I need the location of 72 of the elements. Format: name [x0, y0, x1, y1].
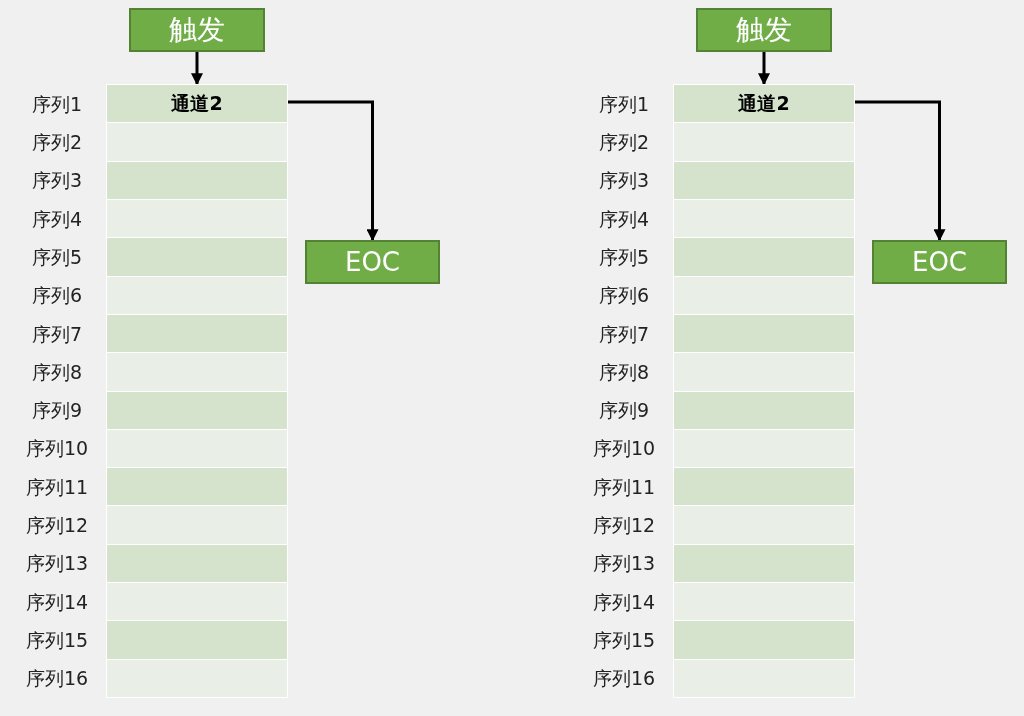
process-box: EOC	[872, 240, 1007, 284]
row-label: 序列11	[592, 474, 656, 500]
table-cell	[673, 620, 855, 660]
row-label: 序列10	[592, 436, 656, 462]
row-label: 序列1	[31, 91, 83, 117]
row-label: 序列15	[25, 628, 89, 654]
table-cell	[106, 428, 288, 469]
table-cell	[106, 620, 288, 660]
row-label: 序列5	[598, 244, 650, 270]
table-cell	[673, 122, 855, 162]
row-label: 序列2	[31, 129, 83, 155]
process-box: 触发	[696, 8, 832, 52]
table-cell	[673, 352, 855, 392]
table-cell	[673, 505, 855, 545]
row-label: 序列4	[598, 206, 650, 232]
row-label: 序列2	[598, 129, 650, 155]
row-label: 序列7	[598, 321, 650, 347]
row-label: 序列5	[31, 244, 83, 270]
table-cell	[673, 428, 855, 469]
row-label: 序列12	[25, 513, 89, 539]
table-cell	[673, 658, 855, 698]
table-cell	[106, 198, 288, 239]
row-label: 序列4	[31, 206, 83, 232]
row-label: 序列8	[598, 359, 650, 385]
row-label: 序列3	[31, 168, 83, 194]
table-cell	[673, 160, 855, 200]
table-cell	[673, 467, 855, 507]
table-cell	[106, 122, 288, 162]
table-cell: 通道2	[673, 84, 855, 124]
arrow	[191, 52, 203, 86]
row-label: 序列7	[31, 321, 83, 347]
row-label: 序列13	[592, 551, 656, 577]
table-cell	[106, 313, 288, 354]
arrow	[758, 52, 770, 86]
row-label: 序列6	[598, 283, 650, 309]
row-label: 序列16	[592, 666, 656, 692]
table-cell	[673, 198, 855, 239]
row-label: 序列14	[25, 589, 89, 615]
table-cell	[106, 275, 288, 315]
table-cell	[673, 237, 855, 277]
table-cell	[106, 160, 288, 200]
process-box: EOC	[305, 240, 440, 284]
table-cell	[673, 313, 855, 354]
table-cell: 通道2	[106, 84, 288, 124]
row-label: 序列10	[25, 436, 89, 462]
table-cell	[673, 275, 855, 315]
row-label: 序列11	[25, 474, 89, 500]
row-label: 序列13	[25, 551, 89, 577]
row-label: 序列8	[31, 359, 83, 385]
process-box: 触发	[129, 8, 265, 52]
table-cell	[106, 390, 288, 430]
row-label: 序列12	[592, 513, 656, 539]
table-cell	[106, 582, 288, 622]
row-label: 序列16	[25, 666, 89, 692]
table-cell	[106, 543, 288, 584]
table-cell	[106, 658, 288, 698]
table-cell	[106, 237, 288, 277]
row-label: 序列6	[31, 283, 83, 309]
row-label: 序列9	[598, 398, 650, 424]
table-cell	[106, 467, 288, 507]
row-label: 序列3	[598, 168, 650, 194]
arrow	[855, 100, 946, 242]
row-label: 序列14	[592, 589, 656, 615]
row-label: 序列1	[598, 91, 650, 117]
table-cell	[673, 543, 855, 584]
table-cell	[673, 390, 855, 430]
row-label: 序列15	[592, 628, 656, 654]
table-cell	[106, 505, 288, 545]
arrow	[288, 100, 379, 242]
table-cell	[106, 352, 288, 392]
row-label: 序列9	[31, 398, 83, 424]
table-cell	[673, 582, 855, 622]
